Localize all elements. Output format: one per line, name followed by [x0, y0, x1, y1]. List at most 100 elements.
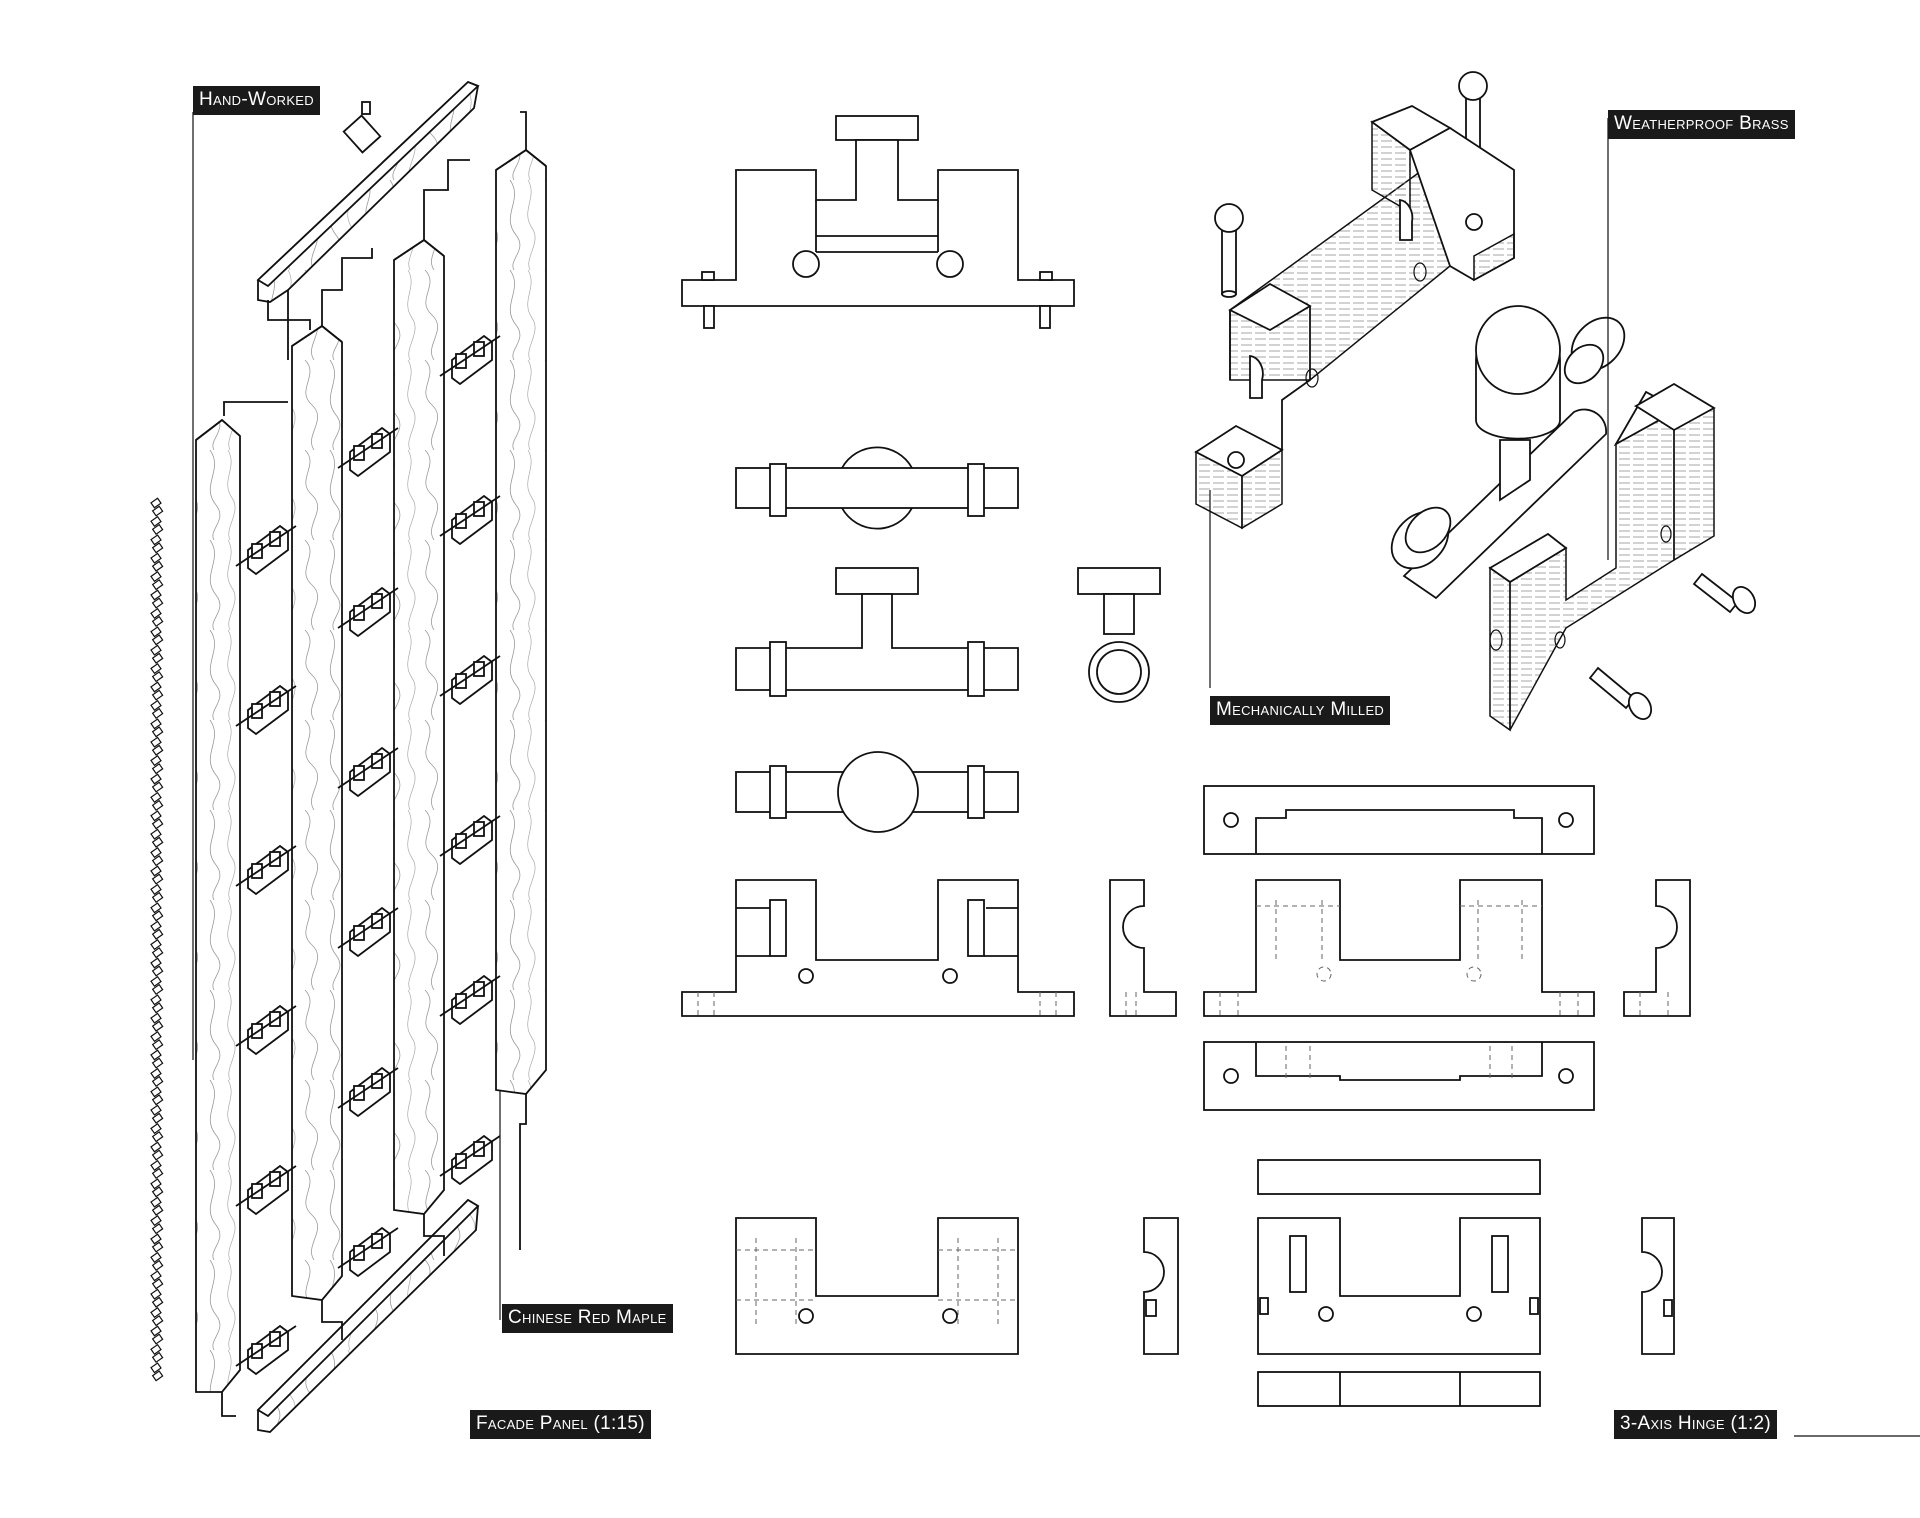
bracket-lower: [1488, 382, 1716, 732]
bracket-milled: [1194, 105, 1515, 530]
view-pin-t-front: [735, 567, 1019, 697]
panel-hinge: [337, 586, 399, 638]
chain-link: [150, 773, 162, 785]
pin-lower-right: [1692, 572, 1757, 615]
chain-link: [151, 855, 164, 867]
chain-link: [150, 975, 162, 987]
panel-hinge: [235, 524, 297, 576]
panel-hinges: [235, 334, 501, 1376]
chain-link: [150, 1362, 162, 1374]
view-pin-ball: [735, 751, 1019, 833]
board-3: [393, 238, 445, 1215]
chain-link: [150, 1251, 162, 1263]
chain-link: [151, 910, 164, 922]
chain-link: [150, 589, 162, 601]
panel-hinge: [337, 1066, 399, 1118]
chain-link: [151, 1075, 164, 1088]
chain-link: [151, 1149, 164, 1161]
chain-link: [150, 552, 162, 564]
view-assembly-side: [1109, 879, 1177, 1017]
label-mechanically-milled: Mechanically Milled: [1210, 696, 1391, 725]
label-weatherproof-brass: Weatherproof Brass: [1608, 110, 1795, 139]
chain-link: [151, 505, 164, 517]
view-plate-top: [1203, 785, 1595, 855]
chain-link: [150, 626, 162, 638]
chain-link: [150, 957, 162, 969]
chain-link: [151, 763, 164, 775]
chain-link: [151, 1241, 164, 1253]
pin-left: [1214, 203, 1244, 298]
chain-link: [150, 1123, 162, 1135]
chain-link: [150, 920, 162, 932]
chain-link: [151, 1186, 164, 1198]
chain-link: [150, 736, 162, 748]
panel-hinge: [337, 906, 399, 958]
chain-link: [150, 755, 162, 767]
chain-link: [151, 965, 164, 977]
chain-link: [150, 1141, 162, 1153]
chain-link: [151, 1223, 164, 1235]
view-pin-top: [735, 446, 1019, 530]
hinge-orthographic-views: [681, 115, 1179, 1355]
view-plate-side: [1623, 879, 1691, 1017]
chain-link: [151, 542, 164, 554]
chain-link: [150, 847, 162, 859]
top-rail: [256, 80, 480, 303]
chain-link: [150, 1159, 162, 1171]
chain-link: [150, 718, 162, 730]
chain-link: [150, 1049, 162, 1061]
chain-link: [151, 1002, 164, 1014]
panel-hinge: [337, 1226, 399, 1278]
chain-link: [151, 873, 164, 885]
view-plate-front: [1203, 879, 1595, 1017]
chain-link: [151, 947, 164, 959]
chain-link: [151, 1204, 164, 1216]
chain-link: [151, 1039, 164, 1051]
chain-link: [150, 571, 162, 583]
chain-link: [151, 1333, 164, 1345]
label-hinge-scale: 3-Axis Hinge (1:2): [1614, 1410, 1778, 1439]
t-pin-isometric: [1390, 305, 1626, 600]
hinge-isometric: [1194, 71, 1757, 732]
panel-hinge: [439, 1134, 501, 1186]
board-2: [291, 324, 343, 1301]
chain-link: [151, 1020, 164, 1032]
chain-link: [150, 1196, 162, 1208]
panel-hinge: [439, 654, 501, 706]
chain-link: [150, 663, 162, 675]
chain-link: [151, 781, 164, 793]
chain-link: [151, 726, 164, 738]
label-chinese-red-maple: Chinese Red Maple: [502, 1304, 673, 1333]
panel-hinge: [439, 334, 501, 386]
chain-link: [150, 1343, 162, 1355]
chain-link: [151, 744, 164, 756]
facade-panel-drawing: [150, 80, 547, 1433]
panel-hinge: [337, 426, 399, 478]
chain-link: [150, 939, 162, 951]
chain-link: [150, 607, 162, 619]
chain-link: [150, 515, 162, 527]
chain-link: [151, 836, 164, 848]
chain-link: [150, 497, 162, 509]
chain-link: [150, 1215, 162, 1227]
bottom-rail: [256, 1198, 480, 1433]
chain-link: [151, 560, 164, 572]
chain-link: [151, 1278, 164, 1290]
view-base-front: [735, 1217, 1019, 1355]
chain-link: [151, 1167, 164, 1180]
label-facade-panel: Facade Panel (1:15): [470, 1410, 651, 1439]
chain-link: [151, 1112, 164, 1124]
chain-link: [151, 523, 164, 536]
chain-link: [151, 707, 164, 720]
panel-hinge: [235, 1164, 297, 1216]
board-1: [195, 418, 241, 1393]
panel-hinge: [235, 1324, 297, 1376]
chain-link: [150, 1307, 162, 1319]
panel-hinge: [439, 814, 501, 866]
chain-link: [150, 699, 162, 711]
chain-link: [151, 983, 164, 996]
chain-link: [150, 1104, 162, 1116]
chain-link: [151, 597, 164, 609]
board-4: [495, 148, 547, 1095]
